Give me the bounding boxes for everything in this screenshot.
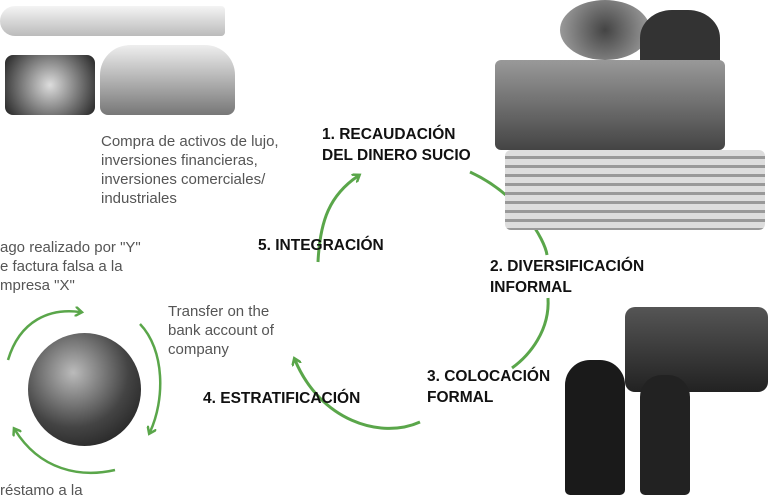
note-line: mpresa "X" <box>0 277 75 294</box>
note-line: inversiones comerciales/ <box>101 171 266 188</box>
note-line: industriales <box>101 190 177 207</box>
car-shape <box>100 45 235 115</box>
globe-arrow-top <box>6 311 80 361</box>
stage-2-label: 2. DIVERSIFICACIÓN INFORMAL <box>490 256 644 298</box>
note-line: Compra de activos de lujo, <box>101 133 279 150</box>
note-line: inversiones financieras, <box>101 152 258 169</box>
stage-3-line1: 3. COLOCACIÓN <box>427 368 551 385</box>
guard-shape <box>565 360 625 495</box>
note-line: Transfer on the <box>168 303 270 320</box>
stage-2-line1: 2. DIVERSIFICACIÓN <box>490 258 645 275</box>
trucks-cattle-money-photo <box>450 0 768 235</box>
jewels-shape <box>5 55 95 115</box>
guard-shape <box>640 375 690 495</box>
transfer-note: Transfer on the bank account of company <box>168 302 274 359</box>
note-line: ago realizado por "Y" <box>0 239 141 256</box>
loan-note: réstamo a la <box>0 481 83 500</box>
note-line: e factura falsa a la <box>0 258 123 275</box>
stage-2-line2: INFORMAL <box>490 279 572 296</box>
globe-arrow-bottom <box>15 430 116 474</box>
note-line: réstamo a la <box>0 482 83 499</box>
globe-earth-photo <box>28 333 141 446</box>
stage-1-line1: 1. RECAUDACIÓN <box>322 126 456 143</box>
van-shape <box>625 307 768 392</box>
note-line: bank account of <box>168 322 274 339</box>
stage-5-label: 5. INTEGRACIÓN <box>258 237 384 254</box>
truck-cattle-shape <box>495 60 725 150</box>
stage-1-line2: DEL DINERO SUCIO <box>322 147 471 164</box>
luxury-jet-car-jewels-photo <box>0 0 235 120</box>
stage-3-line2: FORMAL <box>427 389 494 406</box>
luxury-note: Compra de activos de lujo, inversiones f… <box>101 132 279 208</box>
arrow-placement-to-layering <box>295 360 421 430</box>
armored-van-guards-photo <box>560 305 768 500</box>
payment-note: ago realizado por "Y" e factura falsa a … <box>0 238 141 295</box>
stage-4-label: 4. ESTRATIFICACIÓN <box>203 390 361 407</box>
arrow-diversification-to-placement <box>511 297 550 370</box>
jet-shape <box>0 6 225 36</box>
arrow-integration-to-collection <box>316 176 358 263</box>
stage-3-label: 3. COLOCACIÓN FORMAL <box>427 366 550 408</box>
globe-arrow-right <box>139 323 162 432</box>
money-stacks-shape <box>505 150 765 230</box>
smoke-shape <box>560 0 650 60</box>
stage-1-label: 1. RECAUDACIÓN DEL DINERO SUCIO <box>322 124 471 166</box>
note-line: company <box>168 341 229 358</box>
